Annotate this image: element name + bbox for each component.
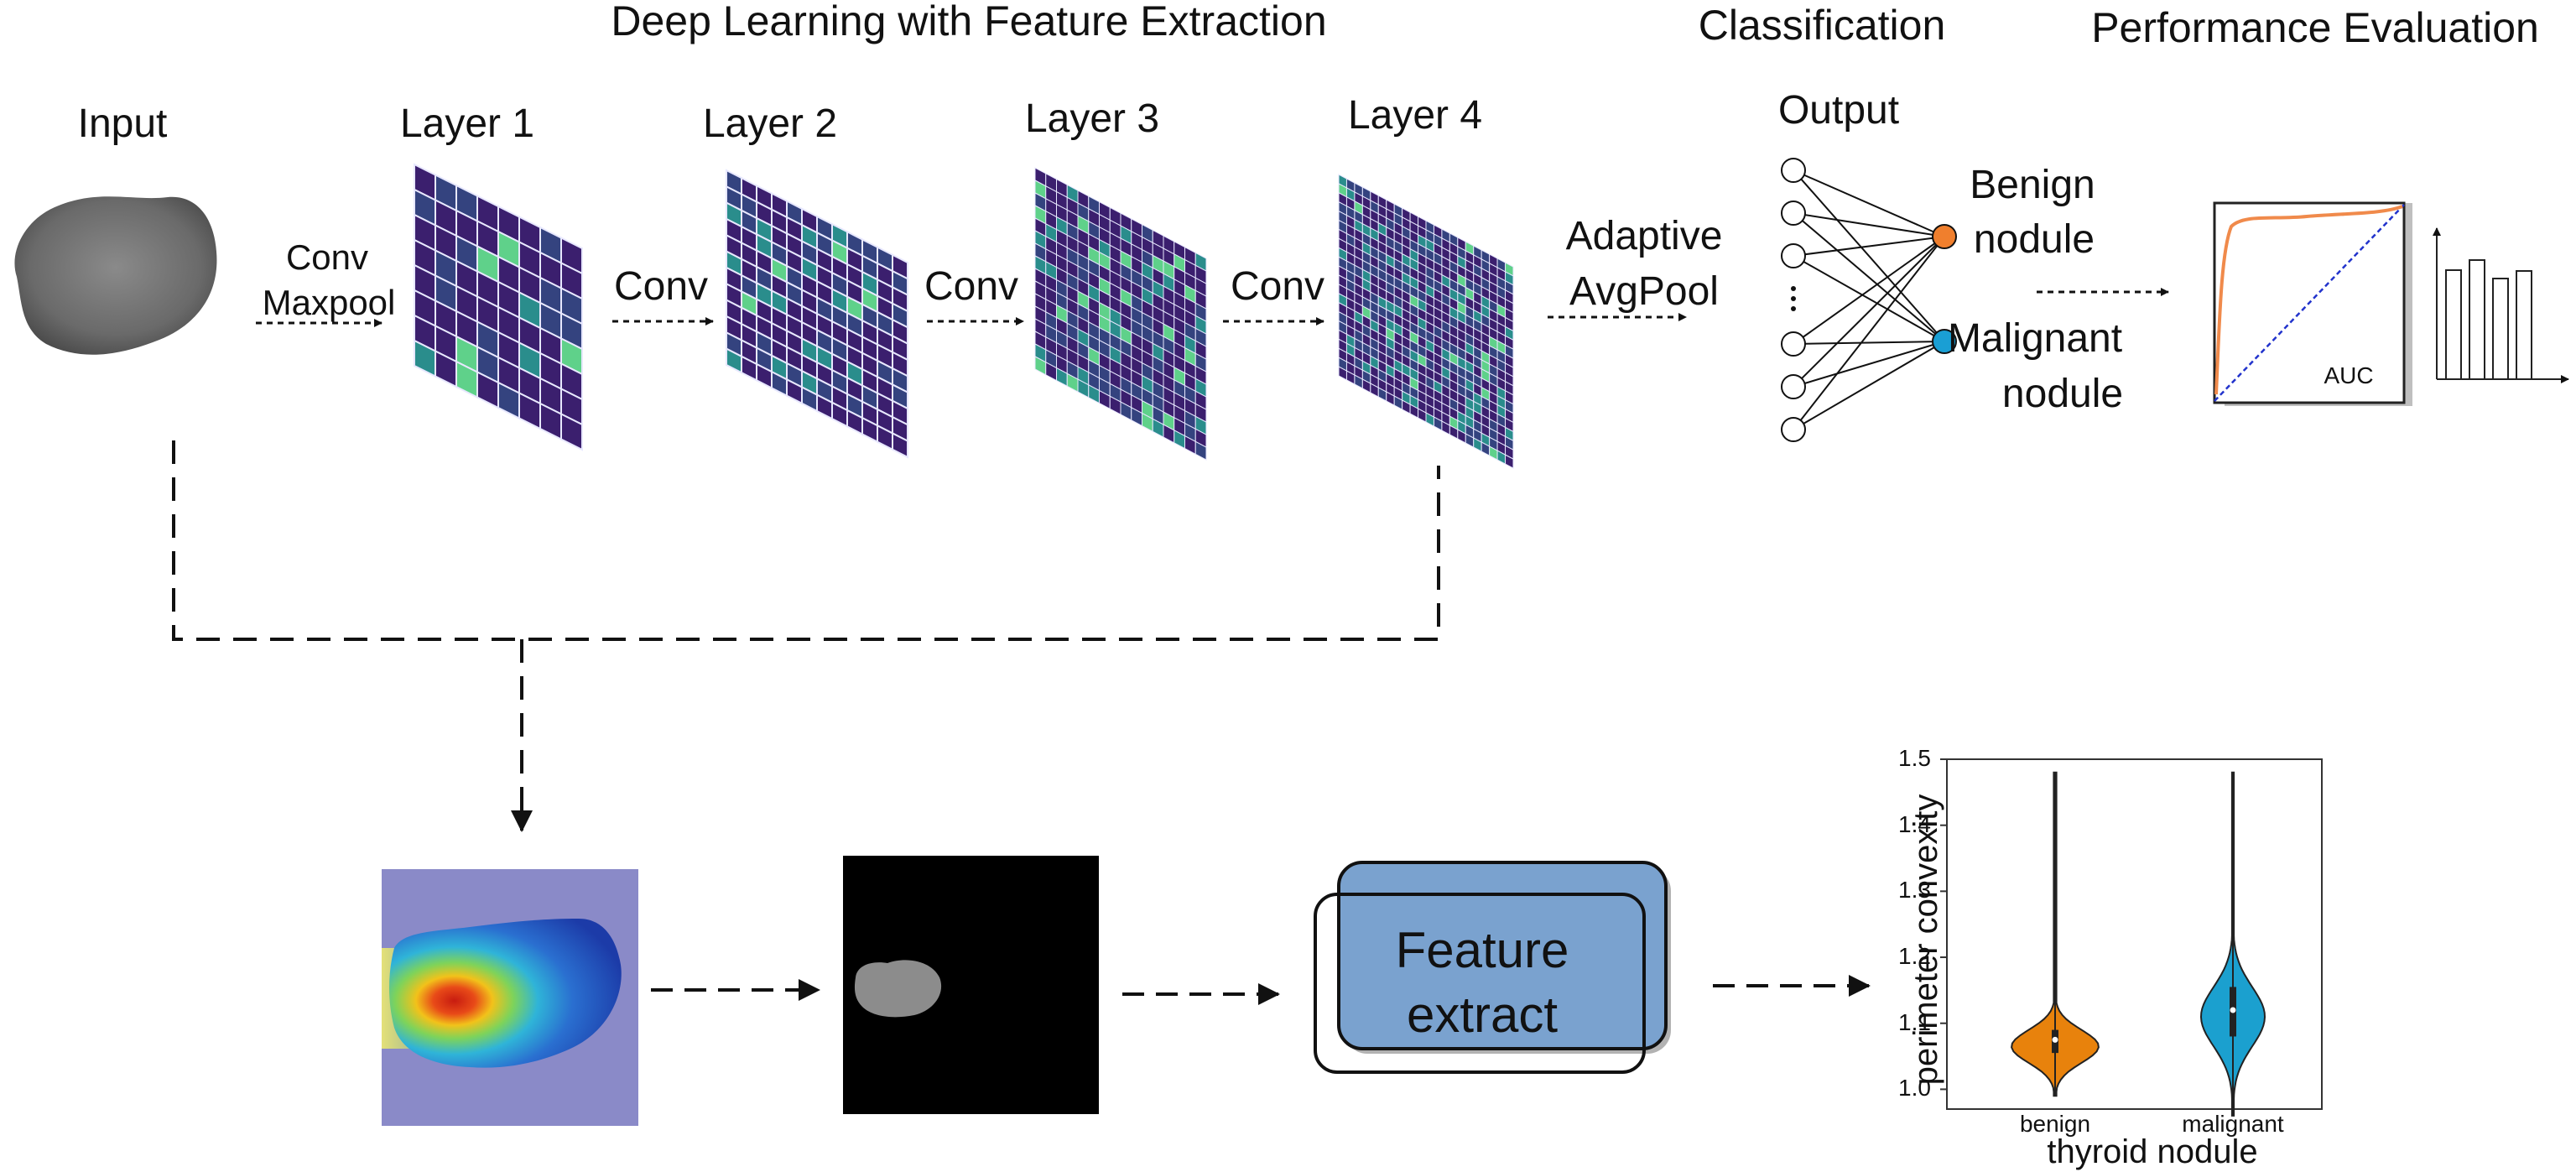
skip-connector bbox=[172, 440, 1440, 641]
roc-diagonal bbox=[2214, 204, 2405, 402]
output-label: Output bbox=[1777, 88, 1900, 133]
roc-curve bbox=[2214, 205, 2403, 395]
violin-xlabel: thyroid nodule bbox=[2047, 1133, 2258, 1170]
feature-map-layer-1 bbox=[414, 163, 583, 451]
feature-map-layer-2 bbox=[726, 169, 908, 459]
violin-ytick-label: 1.2 bbox=[1898, 943, 1931, 970]
input-neuron bbox=[1781, 201, 1806, 226]
mini-bar-chart bbox=[2433, 227, 2569, 383]
benign-label-line2: nodule bbox=[1973, 217, 2095, 262]
violin-plot-frame bbox=[1946, 758, 2323, 1110]
input-neuron bbox=[1781, 158, 1806, 183]
mini-bar bbox=[2445, 269, 2462, 380]
violin-ytick-label: 1.1 bbox=[1898, 1008, 1931, 1035]
violin-ytick-label: 1.5 bbox=[1898, 745, 1931, 771]
violin-median-dot bbox=[2052, 1036, 2058, 1043]
violin-xtick-label: benign bbox=[2019, 1111, 2091, 1137]
feature-extract-line1: Feature bbox=[1395, 922, 1569, 978]
stage-title-deep-learning: Deep Learning with Feature Extraction bbox=[611, 0, 1327, 44]
violin-ylabel: perimeter convexity bbox=[1907, 794, 1944, 1086]
violin-chart bbox=[1940, 758, 2323, 1117]
feature-extract-box bbox=[1314, 861, 1671, 1074]
input-label: Input bbox=[77, 102, 168, 146]
input-neuron bbox=[1781, 374, 1806, 399]
stage-title-classification: Classification bbox=[1698, 2, 1946, 49]
feature-map-layer-4 bbox=[1338, 174, 1514, 469]
layer-3-label: Layer 3 bbox=[1024, 96, 1160, 141]
mini-bar bbox=[2469, 259, 2485, 380]
op-avgpool-label: AvgPool bbox=[1569, 269, 1719, 314]
op-adaptive-label: Adaptive bbox=[1565, 214, 1723, 258]
roc-panel bbox=[2213, 201, 2412, 406]
malignant-output-neuron bbox=[1932, 329, 1957, 354]
input-neuron bbox=[1781, 417, 1806, 442]
malignant-label-line2: nodule bbox=[2001, 372, 2124, 416]
feature-extract-label: Feature extract bbox=[1396, 919, 1569, 1048]
violin-ytick-label: 1.4 bbox=[1898, 810, 1931, 837]
input-neuron bbox=[1781, 331, 1806, 357]
mini-bar bbox=[2492, 278, 2509, 380]
roc-auc-label: AUC bbox=[2324, 362, 2374, 388]
violin-xtick-label: malignant bbox=[2182, 1111, 2284, 1137]
layer-1-label: Layer 1 bbox=[399, 102, 535, 146]
layer-2-label: Layer 2 bbox=[702, 102, 838, 146]
op-conv-label: Conv bbox=[285, 237, 369, 277]
feature-extract-line2: extract bbox=[1406, 986, 1559, 1043]
masked-nodule-image bbox=[843, 856, 1099, 1114]
violin-median-dot bbox=[2230, 1007, 2236, 1013]
op-conv-label: Conv bbox=[924, 264, 1019, 309]
benign-output-neuron bbox=[1932, 224, 1957, 249]
input-neuron bbox=[1781, 243, 1806, 268]
classifier-network bbox=[1781, 158, 1957, 442]
input-nodule-image bbox=[14, 196, 217, 355]
layer-4-label: Layer 4 bbox=[1347, 93, 1483, 138]
violin-ytick-label: 1.3 bbox=[1898, 877, 1931, 904]
benign-label: Benign bbox=[1970, 163, 2095, 207]
op-conv-label: Conv bbox=[613, 264, 709, 309]
gradcam-heatmap-image bbox=[382, 869, 638, 1126]
violin-ytick-label: 1.0 bbox=[1898, 1075, 1931, 1102]
mini-bar bbox=[2516, 270, 2532, 380]
stage-title-performance: Performance Evaluation bbox=[2091, 4, 2539, 51]
feature-map-layer-3 bbox=[1034, 167, 1207, 461]
malignant-label: Malignant bbox=[1947, 316, 2123, 361]
op-conv-label: Conv bbox=[1230, 264, 1325, 309]
op-maxpool-label: Maxpool bbox=[262, 283, 396, 322]
